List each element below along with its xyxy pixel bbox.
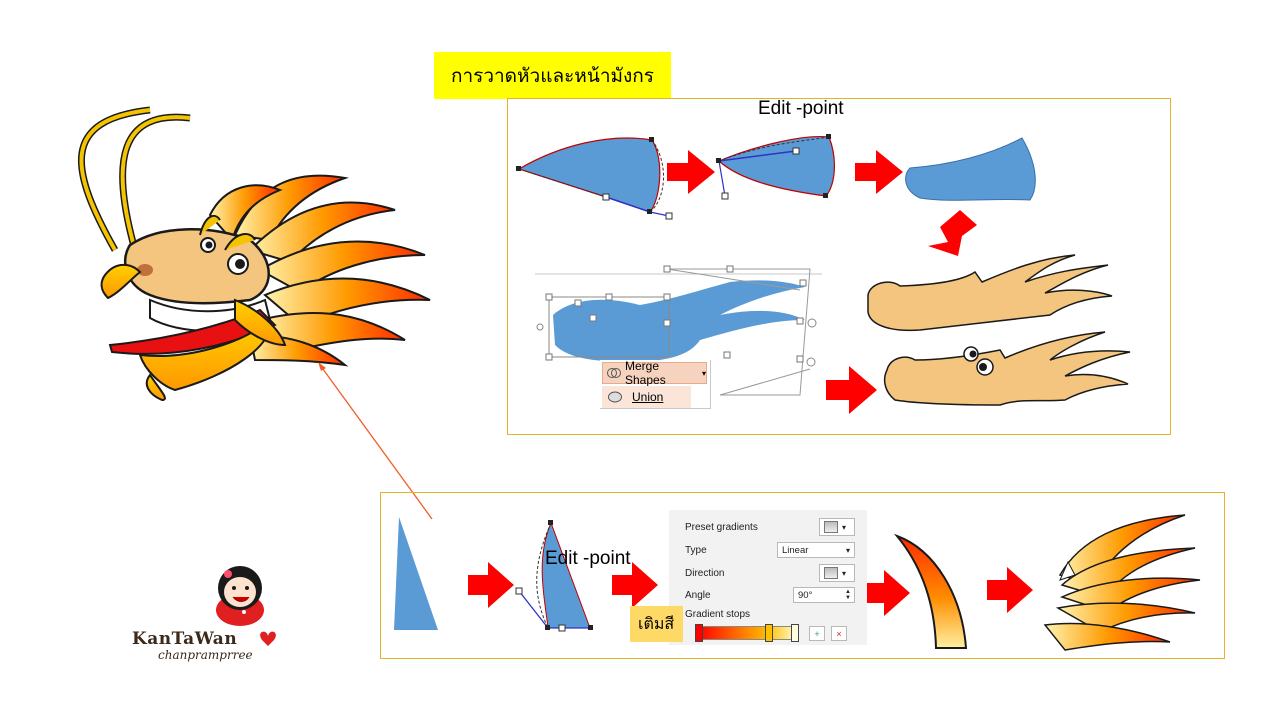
edit-point-label-top: Edit -point bbox=[758, 98, 844, 119]
arrow-right-1 bbox=[667, 150, 715, 194]
blue-triangle bbox=[394, 517, 438, 630]
fill-color-label: เติมสี bbox=[630, 606, 683, 642]
slide-title: การวาดหัวและหน้ามังกร bbox=[434, 52, 671, 99]
pointer-line bbox=[319, 364, 433, 520]
logo-sub-text: chanpramprree bbox=[158, 648, 253, 662]
angle-spinner[interactable]: 90° ▲▼ bbox=[793, 587, 855, 603]
arrow-right-7 bbox=[987, 567, 1033, 613]
union-label: Union bbox=[632, 390, 664, 404]
flame-fan bbox=[1043, 514, 1201, 651]
dragon-head-illustration bbox=[77, 106, 431, 402]
preset-gradients-label: Preset gradients bbox=[685, 522, 758, 533]
add-stop-icon: + bbox=[814, 628, 820, 639]
union-icon bbox=[608, 390, 622, 404]
chevron-down-icon: ▾ bbox=[842, 568, 847, 578]
gradient-stop-handle-1[interactable] bbox=[695, 624, 703, 642]
step-shape-1 bbox=[516, 137, 673, 220]
chevron-down-icon: ▾ bbox=[701, 368, 706, 378]
arrow-right-4 bbox=[468, 562, 514, 608]
head-shape-eyes bbox=[883, 331, 1131, 406]
type-select[interactable]: Linear ▾ bbox=[777, 542, 855, 558]
logo-brand-text: KanTaWan bbox=[132, 629, 238, 649]
arrow-right-3 bbox=[826, 366, 877, 414]
add-gradient-stop-button[interactable]: + bbox=[809, 626, 825, 641]
remove-gradient-stop-button[interactable]: × bbox=[831, 626, 847, 641]
merge-workspace bbox=[535, 265, 822, 396]
gradient-swatch-icon bbox=[824, 521, 838, 533]
step-shape-3 bbox=[905, 137, 1036, 201]
gradient-stop-handle-3[interactable] bbox=[791, 624, 799, 642]
preset-gradients-picker[interactable]: ▾ bbox=[819, 518, 855, 536]
head-shape-plain bbox=[867, 254, 1113, 332]
bottom-steps-panel bbox=[380, 492, 1225, 659]
edit-point-label-bottom: Edit -point bbox=[545, 548, 631, 569]
gradient-format-panel: Preset gradients ▾ Type Linear ▾ Directi… bbox=[669, 510, 867, 645]
arrow-right-5 bbox=[612, 562, 658, 608]
spinner-arrows-icon: ▲▼ bbox=[845, 589, 851, 601]
direction-label: Direction bbox=[685, 568, 725, 579]
logo-mascot bbox=[216, 566, 276, 646]
pointer-arrowhead bbox=[318, 362, 326, 371]
angle-value: 90° bbox=[798, 589, 813, 601]
arrow-down-left bbox=[928, 210, 977, 256]
chevron-down-icon: ▾ bbox=[842, 522, 847, 532]
top-steps-panel bbox=[507, 98, 1171, 435]
gradient-stops-label: Gradient stops bbox=[685, 609, 751, 620]
type-value: Linear bbox=[782, 544, 809, 556]
gradient-stop-handle-2[interactable] bbox=[765, 624, 773, 642]
arrow-right-6 bbox=[864, 570, 910, 616]
type-label: Type bbox=[685, 545, 707, 556]
chevron-down-icon: ▾ bbox=[845, 545, 850, 555]
step-shape-2 bbox=[716, 134, 836, 200]
union-menu-item[interactable]: Union bbox=[602, 386, 691, 408]
merge-shapes-label: Merge Shapes bbox=[625, 359, 666, 387]
angle-label: Angle bbox=[685, 590, 711, 601]
remove-stop-icon: × bbox=[836, 628, 842, 639]
gradient-stops-bar[interactable] bbox=[697, 626, 799, 640]
direction-picker[interactable]: ▾ bbox=[819, 564, 855, 582]
direction-swatch-icon bbox=[824, 567, 838, 579]
arrow-right-2 bbox=[855, 150, 903, 194]
edit-point-triangle bbox=[515, 520, 593, 632]
merge-shapes-button[interactable]: Merge Shapes ▾ bbox=[602, 359, 707, 387]
merge-shapes-icon bbox=[607, 366, 621, 380]
gradient-flame-single bbox=[893, 533, 968, 649]
